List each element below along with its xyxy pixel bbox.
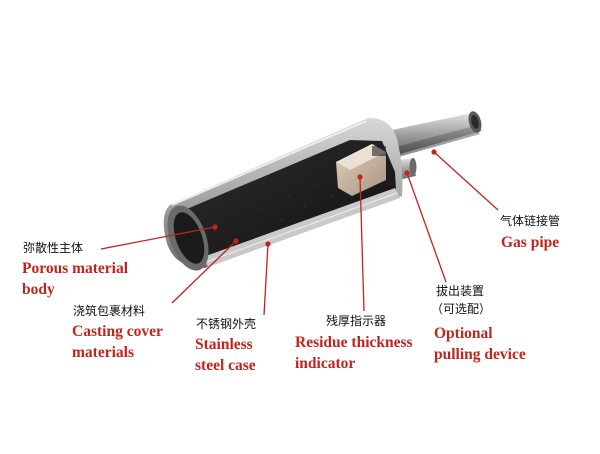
leader-casting <box>171 240 237 304</box>
gas-pipe <box>378 111 482 160</box>
leader-dot-casting <box>233 238 239 244</box>
label-steel-en-2: steel case <box>195 357 256 374</box>
leader-residue <box>359 176 365 312</box>
leader-steel <box>263 243 269 316</box>
label-steel-en-1: Stainless <box>195 336 253 353</box>
label-pulling-en-2: pulling device <box>434 346 526 363</box>
label-casting-zh: 浇筑包裹材料 <box>73 304 146 318</box>
label-residue-en-1: Residue thickness <box>295 334 413 351</box>
label-pulling-en-1: Optional <box>434 325 493 342</box>
label-residue-zh: 残厚指示器 <box>326 314 387 328</box>
leader-dot-porous <box>212 224 218 230</box>
front-opening <box>167 205 209 271</box>
leader-dot-gas <box>431 149 437 155</box>
label-pulling-zh-2: （可选配） <box>431 302 492 316</box>
label-pulling-zh-1: 拔出装置 <box>436 284 485 298</box>
leader-gas <box>433 151 499 211</box>
label-gas-zh: 气体链接管 <box>500 214 561 228</box>
casting-cover <box>203 188 400 267</box>
leader-lines <box>100 149 499 316</box>
label-porous-zh: 弥散性主体 <box>23 241 84 255</box>
label-casting-en-2: materials <box>72 344 134 361</box>
leader-porous <box>100 226 216 250</box>
label-gas-en-1: Gas pipe <box>501 234 560 251</box>
residue-indicator <box>336 144 386 196</box>
leader-dot-residue <box>357 174 363 180</box>
label-residue-en-2: indicator <box>295 355 356 372</box>
leader-pulling <box>406 172 447 283</box>
label-porous-en-1: Porous material <box>22 260 129 277</box>
label-porous-en-2: body <box>22 281 55 298</box>
leader-dot-pulling <box>404 170 410 176</box>
label-steel-zh: 不锈钢外壳 <box>196 317 257 331</box>
leader-dot-steel <box>265 241 271 247</box>
label-casting-en-1: Casting cover <box>72 323 163 340</box>
